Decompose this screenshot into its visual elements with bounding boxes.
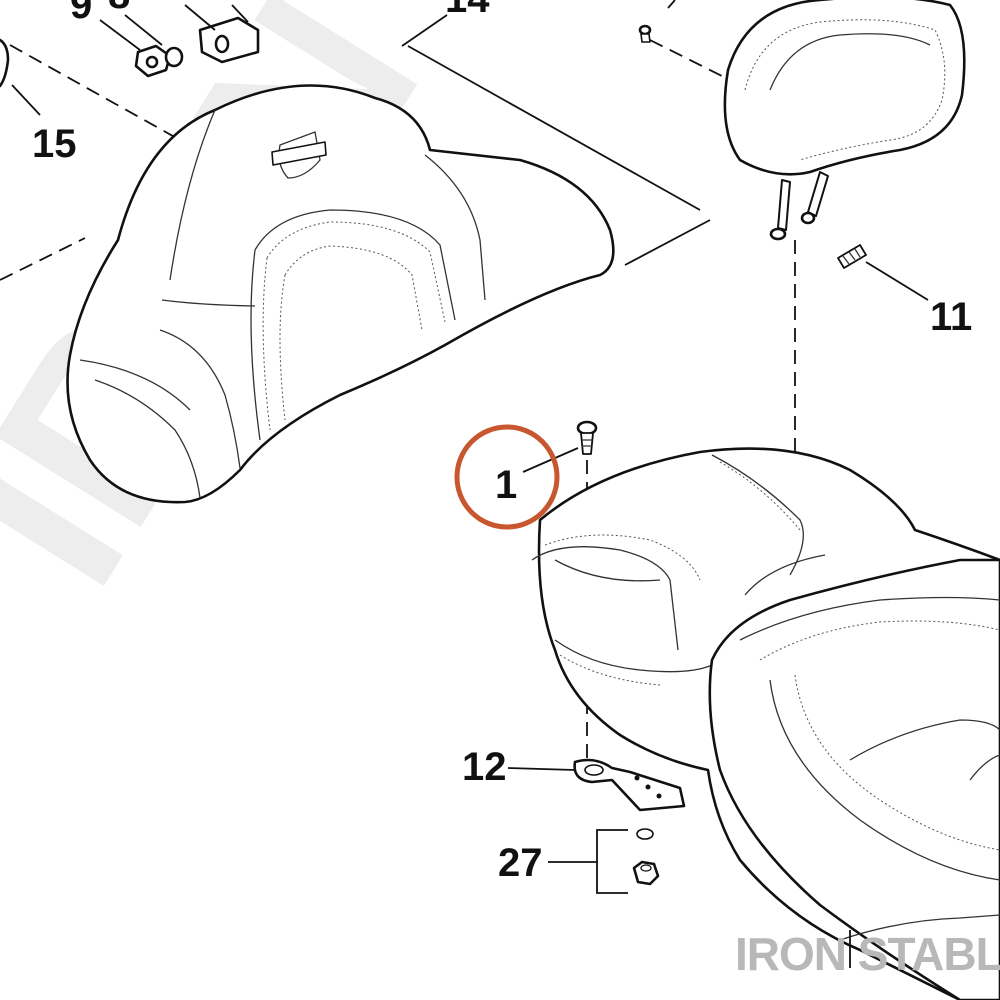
part-15-shape — [0, 38, 10, 88]
part-1-screw — [522, 420, 598, 473]
callout-15: 15 — [32, 122, 77, 166]
leaders-top — [11, 4, 711, 266]
backrest-part-14 — [66, 84, 615, 504]
part-1-highlight-circle — [454, 424, 560, 530]
brand-watermark: IRON STABLE — [735, 928, 1000, 980]
part-12-bracket — [507, 758, 686, 812]
callout-12: 12 — [462, 745, 507, 789]
seat-assembly — [531, 447, 1000, 1000]
part-11-spring — [837, 244, 929, 301]
part-27-hardware — [548, 828, 660, 894]
callout-11: 11 — [930, 295, 972, 339]
hardware-9-8 — [134, 16, 260, 78]
callout-14: 14 — [445, 0, 490, 21]
callout-9: 9 — [70, 0, 92, 27]
callout-27: 27 — [498, 841, 543, 885]
callout-8: 8 — [108, 0, 130, 17]
callout-1: 1 — [495, 463, 517, 507]
callouts: 9 8 14 15 11 1 12 27 — [32, 0, 972, 885]
headrest — [638, 0, 966, 241]
